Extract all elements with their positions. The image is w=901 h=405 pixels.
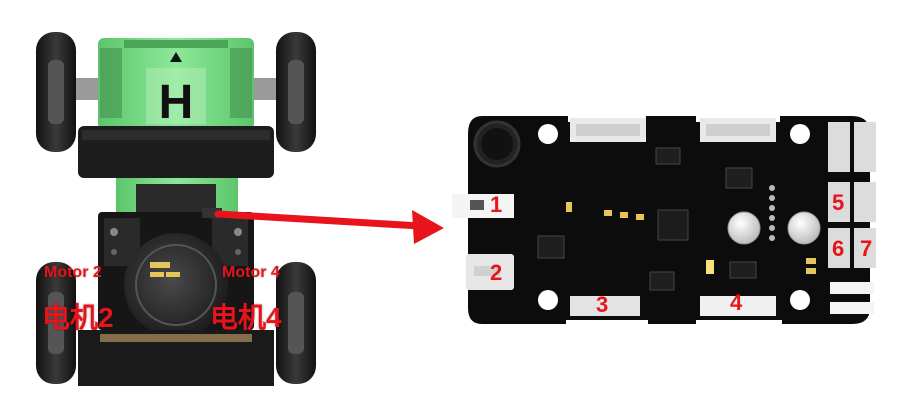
callout-4: 4 [730, 292, 742, 314]
capacitor-right [788, 212, 820, 244]
control-board [452, 112, 876, 328]
top-connector-left [570, 118, 646, 142]
top-connector-right [700, 118, 776, 142]
callout-1: 1 [490, 194, 502, 216]
wheel-front-left [36, 32, 76, 152]
callout-3: 3 [596, 294, 608, 316]
wheel-front-right [276, 32, 316, 152]
motor-4-label-cn: 电机4 [210, 296, 282, 336]
wheel-rear-right [276, 262, 316, 384]
callout-2: 2 [490, 262, 502, 284]
callout-6: 6 [832, 238, 844, 260]
h-badge-letter: H [159, 76, 194, 129]
callout-7: 7 [860, 238, 872, 260]
motor-4-label-en: Motor 4 [222, 264, 280, 282]
motor-2-label-en: Motor 2 [44, 264, 102, 282]
power-switch [452, 194, 514, 218]
motor-2-label-cn: 电机2 [42, 296, 114, 336]
callout-5: 5 [832, 192, 844, 214]
capacitor-left [728, 212, 760, 244]
